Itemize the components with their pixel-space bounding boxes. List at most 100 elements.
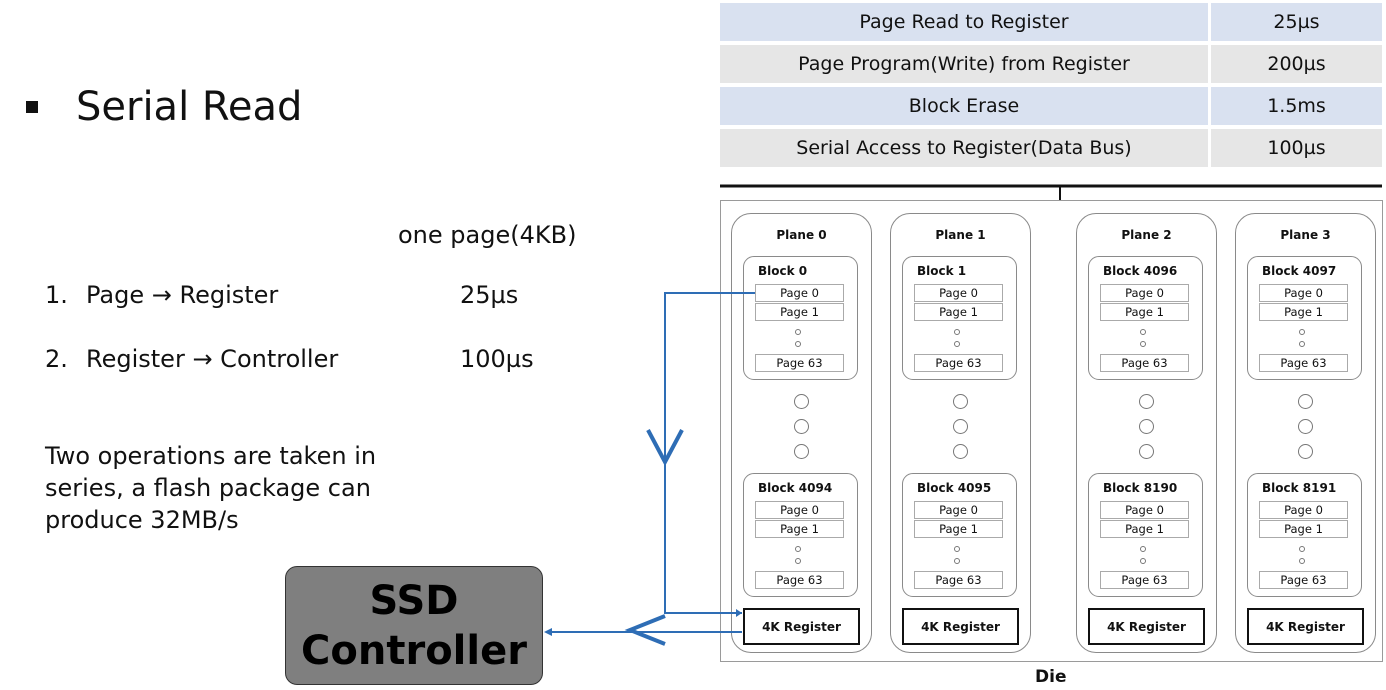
timing-operation: Page Program(Write) from Register: [720, 45, 1208, 83]
timing-row: Page Read to Register 25µs: [720, 3, 1382, 41]
throughput-note: Two operations are taken in series, a fl…: [45, 442, 377, 534]
ellipsis-dot: [954, 341, 960, 347]
block-title: Block 4094: [758, 481, 833, 495]
timing-value: 100µs: [1211, 129, 1382, 167]
page-row: Page 1: [1100, 520, 1189, 538]
page-row: Page 1: [1259, 520, 1348, 538]
ellipsis-dot: [794, 444, 809, 459]
step-1-number: 1.: [45, 281, 68, 309]
ellipsis-dot: [795, 341, 801, 347]
page-row: Page 0: [1259, 284, 1348, 302]
read-path-line: [664, 292, 755, 614]
page-row: Page 0: [914, 284, 1003, 302]
ellipsis-dot: [1299, 558, 1305, 564]
step-2-label: Register → Controller: [86, 345, 339, 373]
ellipsis-dot: [1299, 329, 1305, 335]
page-row: Page 63: [755, 571, 844, 589]
page-row: Page 1: [755, 303, 844, 321]
timing-value: 25µs: [1211, 3, 1382, 41]
slide-title: Serial Read: [76, 84, 303, 130]
ellipsis-dot: [953, 444, 968, 459]
register-box: 4K Register: [902, 608, 1019, 645]
page-row: Page 1: [755, 520, 844, 538]
page-row: Page 0: [1259, 501, 1348, 519]
ellipsis-dot: [795, 329, 801, 335]
ellipsis-dot: [1140, 341, 1146, 347]
step-1-time: 25µs: [460, 281, 519, 309]
timing-row: Page Program(Write) from Register 200µs: [720, 45, 1382, 83]
ellipsis-dot: [1139, 394, 1154, 409]
read-path-arrowhead: [736, 609, 742, 617]
left-chevron-icon: [624, 614, 666, 646]
page-row: Page 63: [1100, 571, 1189, 589]
block-title: Block 4095: [917, 481, 992, 495]
column-note: one page(4KB): [398, 221, 577, 249]
block-title: Block 8191: [1262, 481, 1337, 495]
ellipsis-dot: [795, 546, 801, 552]
block-title: Block 4096: [1103, 264, 1178, 278]
register-box: 4K Register: [1088, 608, 1205, 645]
page-row: Page 63: [914, 354, 1003, 372]
down-chevron-icon: [646, 429, 684, 467]
ellipsis-dot: [1299, 341, 1305, 347]
ellipsis-dot: [954, 329, 960, 335]
plane-title: Plane 3: [1280, 228, 1331, 242]
controller-label-line2: Controller: [301, 627, 527, 674]
step-1-label: Page → Register: [86, 281, 279, 309]
ellipsis-dot: [794, 394, 809, 409]
timing-operation: Block Erase: [720, 87, 1208, 125]
register-box: 4K Register: [1247, 608, 1364, 645]
ellipsis-dot: [954, 546, 960, 552]
page-row: Page 0: [1100, 284, 1189, 302]
title-bullet: [26, 101, 38, 113]
page-row: Page 0: [755, 501, 844, 519]
page-row: Page 63: [755, 354, 844, 372]
timing-operation: Serial Access to Register(Data Bus): [720, 129, 1208, 167]
page-row: Page 63: [1259, 571, 1348, 589]
timing-row: Block Erase 1.5ms: [720, 87, 1382, 125]
plane-title: Plane 0: [776, 228, 827, 242]
timing-value: 1.5ms: [1211, 87, 1382, 125]
block-title: Block 1: [917, 264, 967, 278]
plane-title: Plane 1: [935, 228, 986, 242]
ellipsis-dot: [1140, 546, 1146, 552]
block-title: Block 4097: [1262, 264, 1337, 278]
page-row: Page 1: [914, 520, 1003, 538]
ssd-controller: SSD Controller: [285, 566, 543, 685]
page-row: Page 0: [1100, 501, 1189, 519]
page-row: Page 63: [1100, 354, 1189, 372]
page-row: Page 0: [914, 501, 1003, 519]
ellipsis-dot: [1139, 444, 1154, 459]
transfer-arrowhead: [544, 628, 552, 636]
register-box: 4K Register: [743, 608, 860, 645]
ellipsis-dot: [795, 558, 801, 564]
ellipsis-dot: [954, 558, 960, 564]
block-title: Block 8190: [1103, 481, 1178, 495]
ellipsis-dot: [1140, 558, 1146, 564]
controller-label-line1: SSD: [369, 577, 459, 624]
page-row: Page 63: [914, 571, 1003, 589]
step-2-time: 100µs: [460, 345, 534, 373]
ellipsis-dot: [1298, 419, 1313, 434]
ellipsis-dot: [1140, 329, 1146, 335]
plane-title: Plane 2: [1121, 228, 1172, 242]
step-2-number: 2.: [45, 345, 68, 373]
die-label: Die: [1035, 667, 1067, 687]
ellipsis-dot: [1298, 444, 1313, 459]
timing-value: 200µs: [1211, 45, 1382, 83]
ellipsis-dot: [953, 394, 968, 409]
block-title: Block 0: [758, 264, 808, 278]
page-row: Page 63: [1259, 354, 1348, 372]
ellipsis-dot: [794, 419, 809, 434]
ellipsis-dot: [953, 419, 968, 434]
page-row: Page 1: [914, 303, 1003, 321]
